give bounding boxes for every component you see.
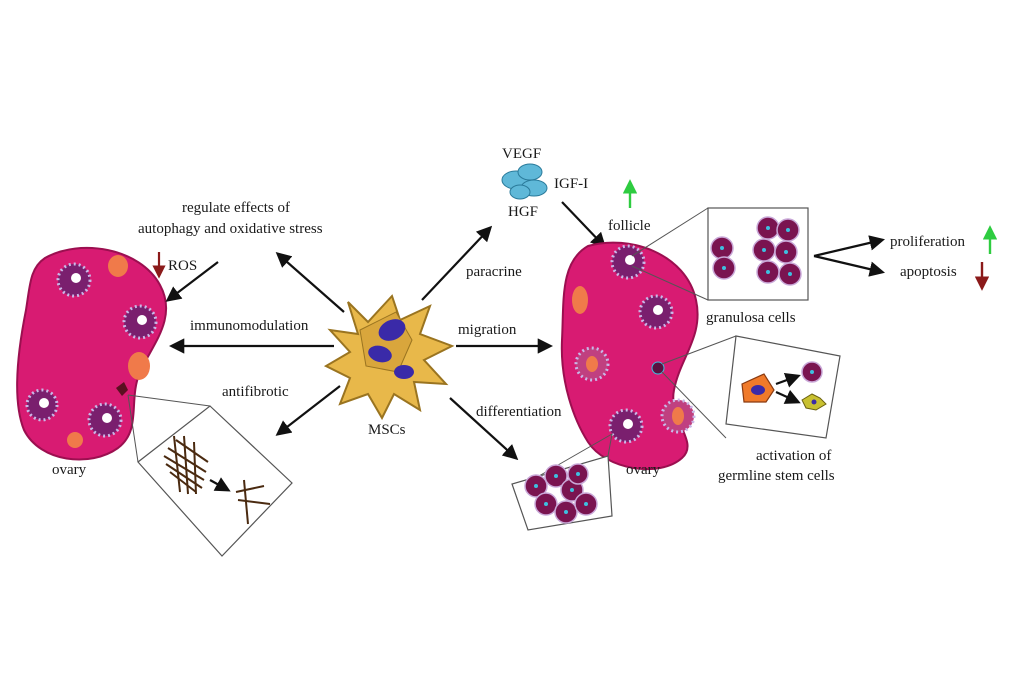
apoptosis-arrow <box>813 254 885 277</box>
corpus-luteum <box>572 286 588 314</box>
oocyte-cluster-box <box>511 455 613 531</box>
migration-label: migration <box>458 322 517 338</box>
mscs-label: MSCs <box>368 422 406 438</box>
antifibrotic-label: antifibrotic <box>222 384 289 400</box>
autophagy-arrow <box>275 251 345 313</box>
apoptosis-label: apoptosis <box>900 264 957 280</box>
proliferation-label: proliferation <box>890 234 965 250</box>
hgf-label: HGF <box>508 204 538 220</box>
germline-stem-cell-spot <box>651 361 665 375</box>
follicle <box>608 408 644 444</box>
ovary-left <box>16 246 168 461</box>
follicle-label: follicle <box>608 218 651 234</box>
activation-label-line1: activation of <box>756 448 831 464</box>
msc-cell-icon <box>323 294 455 421</box>
regulate-label-line1: regulate effects of <box>182 200 290 216</box>
granulosa-label: granulosa cells <box>706 310 796 326</box>
differentiation-label: differentiation <box>476 404 562 420</box>
ovary-right-label: ovary <box>626 462 661 478</box>
germline-stem-cells-box <box>725 335 841 439</box>
differentiation-arrow <box>449 397 519 461</box>
follicle <box>122 304 158 340</box>
follicle <box>574 346 610 382</box>
proliferation-arrow <box>813 235 885 258</box>
granulosa-cells-box <box>707 207 809 301</box>
igf-label: IGF-I <box>554 176 588 192</box>
growth-factor-icon <box>501 163 548 200</box>
growth-factor-arrow <box>561 201 607 249</box>
regulate-label-line2: autophagy and oxidative stress <box>138 221 323 237</box>
ovary-left-label: ovary <box>52 462 87 478</box>
corpus-luteum <box>67 432 83 448</box>
follicle <box>25 388 59 422</box>
follicle <box>56 262 92 298</box>
paracrine-label: paracrine <box>466 264 522 280</box>
ros-to-ovary-arrow <box>165 261 219 302</box>
paracrine-arrow <box>421 225 493 301</box>
fibrosis-zoom-box <box>137 405 293 557</box>
follicle <box>610 244 646 280</box>
fibrosis-spot <box>116 382 128 396</box>
corpus-luteum <box>108 255 128 277</box>
follicle <box>638 294 674 330</box>
follicle <box>87 402 123 438</box>
ros-label: ROS <box>168 258 197 274</box>
ovary-right <box>560 241 699 471</box>
follicle <box>660 398 696 434</box>
corpus-luteum <box>128 352 150 380</box>
activation-label-line2: germline stem cells <box>718 468 835 484</box>
immunomodulation-label: immunomodulation <box>190 318 309 334</box>
vegf-label: VEGF <box>502 146 541 162</box>
fibrosis-icon <box>163 435 271 525</box>
antifibrotic-arrow <box>275 385 341 436</box>
